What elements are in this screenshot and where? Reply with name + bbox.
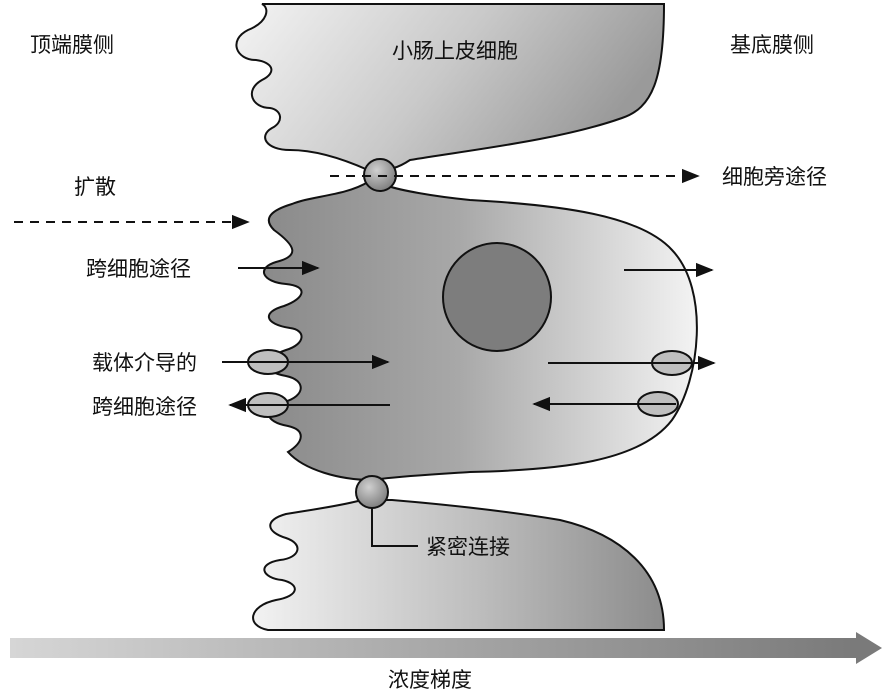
lower-cell bbox=[252, 499, 666, 631]
label-paracellular: 细胞旁途径 bbox=[722, 165, 827, 189]
nucleus bbox=[442, 242, 552, 352]
concentration-gradient-bar bbox=[10, 638, 856, 658]
label-diffusion: 扩散 bbox=[74, 175, 116, 199]
label-epithelial-cell: 小肠上皮细胞 bbox=[392, 39, 518, 63]
label-tight-junction: 紧密连接 bbox=[426, 535, 510, 559]
concentration-gradient-arrowhead bbox=[856, 632, 882, 664]
label-apical: 顶端膜侧 bbox=[30, 33, 114, 57]
label-transcellular: 跨细胞途径 bbox=[86, 257, 191, 281]
label-carrier-mediated-1: 载体介导的 bbox=[92, 351, 197, 375]
label-concentration-gradient: 浓度梯度 bbox=[388, 668, 472, 692]
tight-junction-lower bbox=[355, 475, 389, 509]
upper-cell bbox=[235, 3, 666, 172]
tight-junction-leader bbox=[371, 508, 418, 547]
label-basolateral: 基底膜侧 bbox=[730, 33, 814, 57]
label-carrier-mediated-2: 跨细胞途径 bbox=[92, 395, 197, 419]
